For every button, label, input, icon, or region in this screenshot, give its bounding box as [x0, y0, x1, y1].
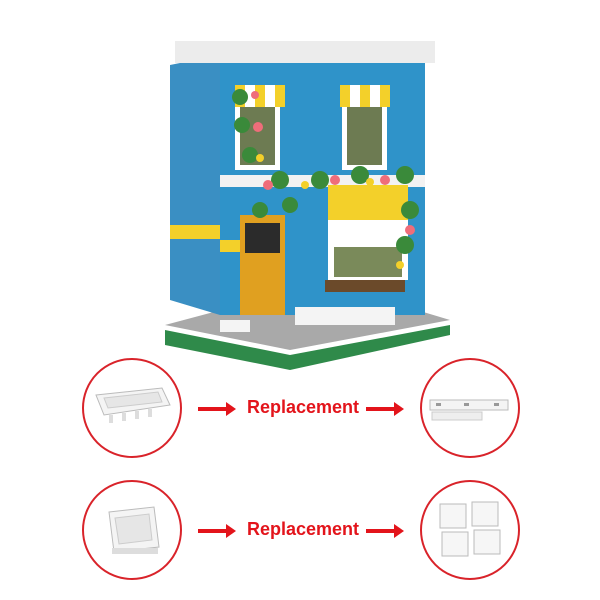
- replacement-row-2: Replacement: [0, 519, 600, 541]
- panels-part-icon: [439, 501, 501, 557]
- original-part-circle: [82, 358, 182, 458]
- original-part-circle: [82, 480, 182, 580]
- product-house-image: [165, 33, 450, 370]
- window-frame-part-icon: [108, 506, 160, 554]
- replacement-label: Replacement: [246, 519, 360, 539]
- right-arrow-icon: [198, 402, 236, 416]
- plates-part-icon: [429, 399, 509, 421]
- window-frame-part-icon: [95, 387, 171, 423]
- replacement-row-1: Replacement: [0, 397, 600, 419]
- right-arrow-icon: [366, 524, 404, 538]
- right-arrow-icon: [198, 524, 236, 538]
- replacement-label: Replacement: [246, 397, 360, 417]
- replacement-part-circle: [420, 480, 520, 580]
- right-arrow-icon: [366, 402, 404, 416]
- replacement-part-circle: [420, 358, 520, 458]
